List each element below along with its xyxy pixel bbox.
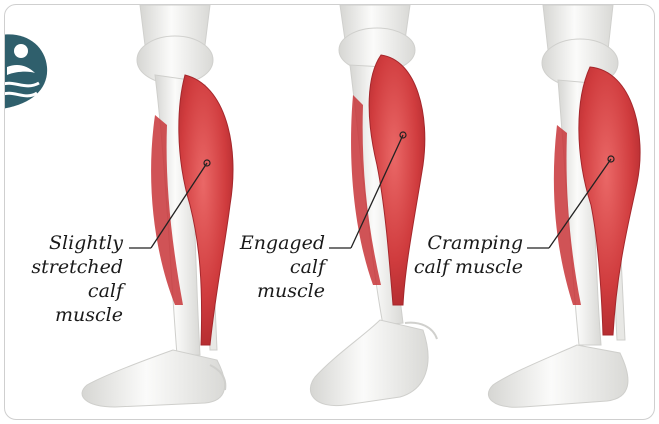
calf-muscle-illustration (5, 5, 655, 420)
leg-1-slightly-stretched (82, 5, 233, 407)
leg-3-cramping (488, 5, 640, 407)
leg-2-engaged (310, 5, 437, 406)
illustration-frame: Slightly stretched calf muscle Engaged c… (4, 4, 655, 420)
label-engaged: Engaged calf muscle (217, 231, 325, 303)
swimmer-wave-logo-icon (5, 34, 47, 109)
label-cramping: Cramping calf muscle (413, 231, 523, 279)
label-slightly-stretched: Slightly stretched calf muscle (15, 231, 123, 327)
